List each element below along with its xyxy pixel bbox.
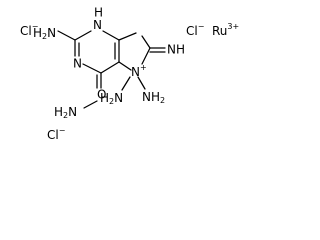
bond-c2-n3: [74, 30, 92, 41]
bond-nplus-nh2-left: [121, 76, 131, 91]
oxygen-atom: O: [97, 88, 106, 102]
chloride-ion-bottom-left: Cl−: [47, 126, 65, 142]
amino-group-left: H2N: [33, 26, 56, 41]
chemical-structure: Cl− H2N N H N NH O H2N N+ H2N NH2: [20, 6, 239, 142]
chloride-ion-top-left: Cl−: [20, 22, 38, 38]
nplus-amino-left: H2N: [100, 91, 123, 106]
bond-c6-n1: [82, 63, 102, 74]
bond-n3-c4: [102, 30, 120, 41]
ring-nitrogen-h: H: [94, 6, 103, 20]
bond-n9-c8: [141, 35, 151, 49]
quaternary-nitrogen: N+: [131, 63, 147, 79]
ruthenium-ion: Ru3+: [212, 22, 239, 38]
chloride-ion-top-right: Cl−: [186, 22, 204, 38]
imino-group: NH: [167, 43, 185, 57]
bond-nplus-nh2-right: [137, 76, 146, 90]
ring-nitrogen-nh: N: [93, 18, 102, 32]
bond-c5-c6: [100, 61, 120, 74]
ring-nitrogen-left: N: [73, 57, 82, 71]
bond-n7-c5: [118, 61, 132, 71]
bond-c4-n9: [118, 32, 137, 41]
aminooxy-nh2: H2N: [54, 105, 77, 120]
bonds: [57, 30, 166, 109]
nplus-amino-right: NH2: [142, 90, 165, 105]
bond-o-n: [83, 100, 98, 109]
bond-c2-nh2: [57, 30, 76, 41]
bond-c8-n7: [141, 47, 151, 65]
atom-labels: Cl− H2N N H N NH O H2N N+ H2N NH2: [20, 6, 239, 142]
